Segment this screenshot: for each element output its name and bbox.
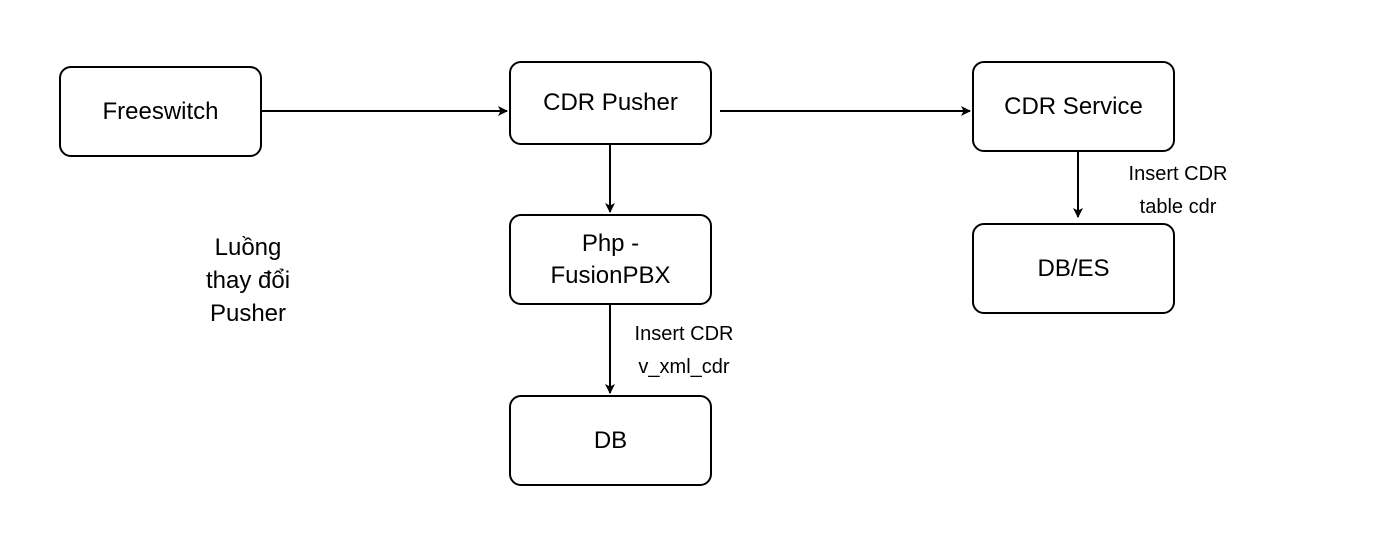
edge-label-service-to-dbes-line-2: table cdr [1139, 196, 1217, 218]
edge-label-service-to-dbes: Insert CDR table cdr [1114, 158, 1242, 224]
edge-label-php-to-db-line-1: Insert CDR [634, 323, 734, 345]
node-php-fusionpbx-line-1: Php - [581, 229, 640, 257]
node-php-fusionpbx: Php - FusionPBX [509, 214, 712, 305]
node-cdr-pusher-label: CDR Pusher [543, 89, 678, 116]
node-cdr-pusher: CDR Pusher [509, 61, 712, 145]
node-freeswitch: Freeswitch [59, 66, 262, 157]
edge-label-service-to-dbes-line-1: Insert CDR [1128, 163, 1228, 185]
edge-label-php-to-db: Insert CDR v_xml_cdr [620, 318, 748, 384]
node-cdr-service-label: CDR Service [1004, 92, 1143, 120]
flow-note-line-1: Luồng [214, 234, 282, 261]
flow-note-line-2: thay đổi [205, 267, 291, 294]
node-db-es-label: DB/ES [1037, 254, 1110, 282]
flow-note: Luồng thay đổi Pusher [178, 231, 318, 330]
flow-note-line-3: Pusher [209, 300, 287, 327]
node-freeswitch-label: Freeswitch [102, 97, 219, 125]
node-db-label: DB [593, 426, 628, 454]
node-cdr-service: CDR Service [972, 61, 1175, 152]
node-db-es: DB/ES [972, 223, 1175, 314]
node-php-fusionpbx-line-2: FusionPBX [550, 261, 671, 289]
edge-label-php-to-db-line-2: v_xml_cdr [638, 356, 730, 378]
node-db: DB [509, 395, 712, 486]
